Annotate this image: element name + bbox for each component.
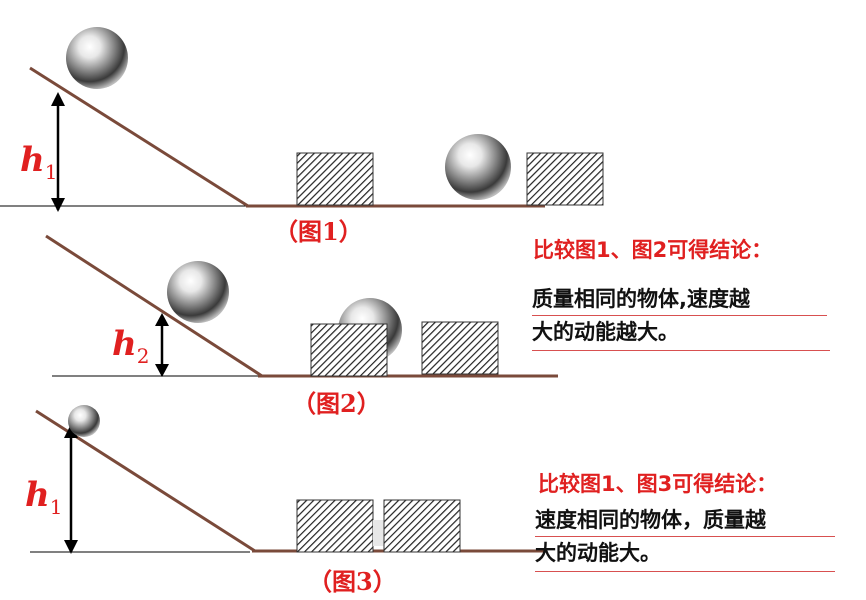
- underline: [532, 350, 830, 351]
- wood-block-start: [296, 152, 374, 206]
- figure-2-caption: （图2）: [292, 389, 381, 418]
- height-arrow-head-bottom: [155, 364, 169, 377]
- height-label-fig3: h1: [25, 475, 62, 519]
- conclusion-2-title: 比较图1、图3可得结论：: [538, 472, 778, 496]
- height-arrow-head-top: [64, 424, 78, 438]
- height-symbol: h: [112, 324, 137, 364]
- wood-block-end: [421, 321, 499, 375]
- height-subscript: 1: [44, 159, 58, 184]
- conclusion-2-line-2: 大的动能大。: [535, 541, 661, 565]
- steel-ball-top: [167, 261, 229, 323]
- figure-1: [0, 27, 604, 212]
- underline: [532, 315, 827, 316]
- height-subscript: 1: [49, 494, 63, 519]
- conclusion-1-line-2: 大的动能越大。: [532, 320, 679, 344]
- conclusion-1-text: 质量相同的物体,速度越 大的动能越大。: [532, 283, 750, 349]
- figure-3-caption: （图3）: [308, 567, 397, 596]
- height-label-fig1: h1: [20, 140, 57, 184]
- small-ball-gap: [373, 520, 384, 546]
- wood-block-end: [526, 152, 604, 206]
- height-symbol: h: [20, 140, 45, 180]
- conclusion-2-text: 速度相同的物体，质量越 大的动能大。: [535, 504, 766, 570]
- ramp-slope: [29, 66, 249, 208]
- steel-ball-top: [66, 27, 128, 89]
- height-symbol: h: [25, 475, 50, 515]
- wood-block-start: [310, 323, 388, 377]
- underline: [535, 571, 835, 572]
- wood-block-end: [383, 499, 461, 553]
- conclusion-2-line-1: 速度相同的物体，质量越: [535, 508, 766, 532]
- small-steel-ball-top: [68, 405, 100, 437]
- height-subscript: 2: [136, 343, 150, 368]
- wood-block-start: [296, 499, 374, 553]
- conclusion-1-line-1: 质量相同的物体,速度越: [532, 287, 750, 311]
- steel-ball-bottom: [445, 134, 511, 200]
- figure-2: [45, 234, 558, 378]
- underline: [535, 536, 835, 537]
- conclusion-1-title: 比较图1、图2可得结论：: [533, 238, 773, 262]
- height-arrow-head-bottom: [51, 198, 65, 212]
- height-label-fig2: h2: [112, 324, 149, 368]
- height-arrow-head-bottom: [64, 540, 78, 554]
- height-arrow-head-top: [51, 92, 65, 106]
- figure-1-caption: （图1）: [274, 217, 363, 246]
- figure-3: [30, 405, 545, 554]
- height-arrow-head-top: [155, 313, 169, 326]
- ramp-slope: [45, 234, 263, 378]
